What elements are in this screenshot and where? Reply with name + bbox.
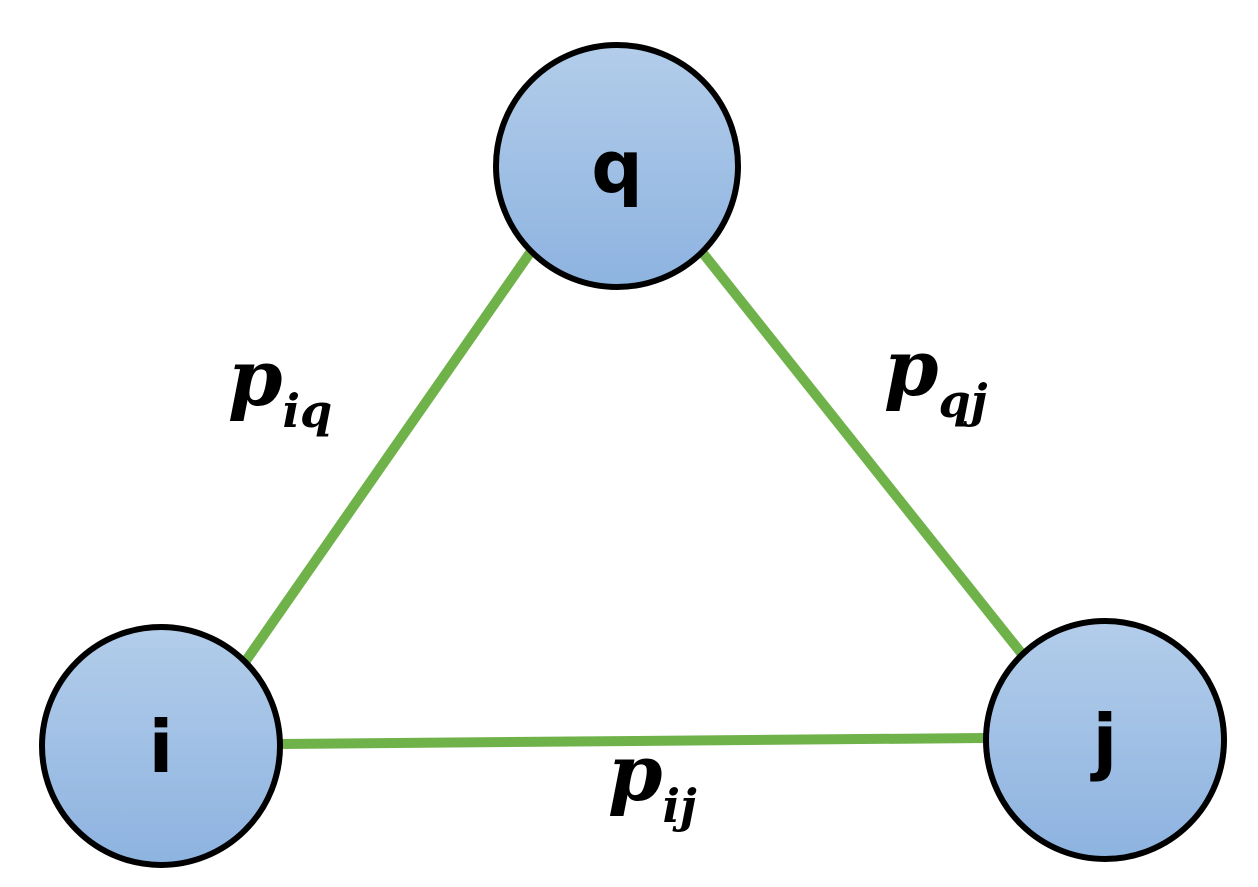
edge-qj <box>698 248 1026 658</box>
edge-label-iq: piq <box>228 333 332 438</box>
node-q: q <box>493 42 741 290</box>
node-i-circle <box>39 624 283 868</box>
edge-label-qj-main: p <box>884 323 939 414</box>
edge-label-iq-sub: iq <box>283 384 333 438</box>
edge-ij <box>279 733 986 749</box>
edge-label-ij-sub: ij <box>663 779 697 833</box>
node-j: j <box>983 618 1227 862</box>
node-q-label: q <box>591 125 643 209</box>
node-q-circle <box>493 42 741 290</box>
edge-label-ij: pij <box>608 728 697 833</box>
node-i-label: i <box>149 705 174 789</box>
node-j-circle <box>983 618 1227 862</box>
edge-label-qj-sub: qj <box>939 374 988 428</box>
node-i: i <box>39 624 283 868</box>
edge-label-iq-main: p <box>228 333 283 424</box>
edge-label-ij-main: p <box>608 728 663 819</box>
edge-iq <box>240 247 537 665</box>
edge-label-qj: pqj <box>884 323 988 428</box>
node-j-label: j <box>1090 699 1118 783</box>
